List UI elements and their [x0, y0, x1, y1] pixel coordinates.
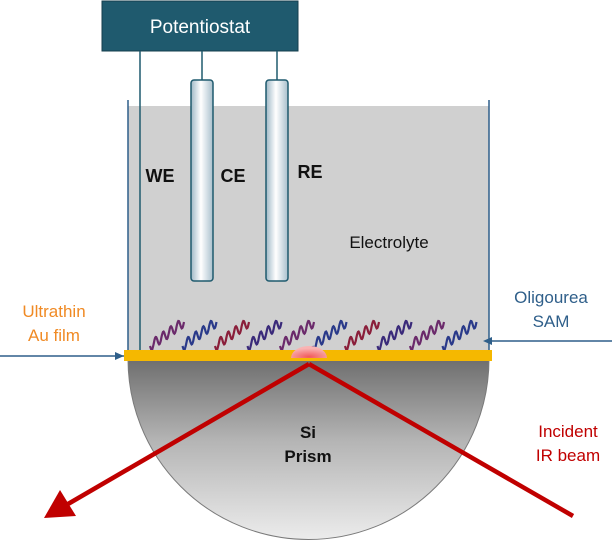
sam-pointer-arrowhead — [483, 337, 492, 345]
re-label: RE — [297, 162, 322, 182]
oligourea-helix — [148, 319, 186, 352]
ir-beam-label-line1: Incident — [538, 422, 598, 441]
we-label: WE — [146, 166, 175, 186]
ir-beam-reflected — [66, 362, 311, 506]
oligourea-sam-layer — [148, 319, 478, 352]
potentiostat-box — [101, 0, 299, 52]
evanescent-hot-spot — [291, 346, 327, 358]
electrolyte-label: Electrolyte — [349, 233, 428, 252]
si-prism — [127, 358, 490, 540]
ir-beam-label-line2: IR beam — [536, 446, 600, 465]
prism-label-line1: Si — [300, 423, 316, 442]
counter-electrode — [190, 79, 214, 282]
ir-beam-incoming — [307, 362, 575, 518]
electrolyte-region — [128, 106, 489, 351]
oligourea-helix — [408, 319, 446, 352]
au-film-label-line2: Au film — [28, 326, 80, 345]
oligourea-helix — [441, 319, 478, 352]
oligourea-helix — [246, 319, 283, 352]
oligourea-helix — [213, 319, 251, 352]
potentiostat-label: Potentiostat — [150, 17, 251, 38]
au-film-label-line1: Ultrathin — [22, 302, 85, 321]
au-film-pointer-arrowhead — [115, 352, 124, 360]
oligourea-helix — [376, 319, 413, 352]
ce-label: CE — [220, 166, 245, 186]
oligourea-helix — [278, 319, 316, 352]
oligourea-helix — [343, 319, 381, 352]
prism-label-line2: Prism — [284, 447, 331, 466]
sam-label-line1: Oligourea — [514, 288, 588, 307]
sam-label-line2: SAM — [533, 312, 570, 331]
oligourea-helix — [181, 319, 218, 352]
ir-beam-arrowhead — [44, 490, 76, 518]
reference-electrode — [265, 79, 289, 282]
oligourea-helix — [311, 319, 348, 352]
